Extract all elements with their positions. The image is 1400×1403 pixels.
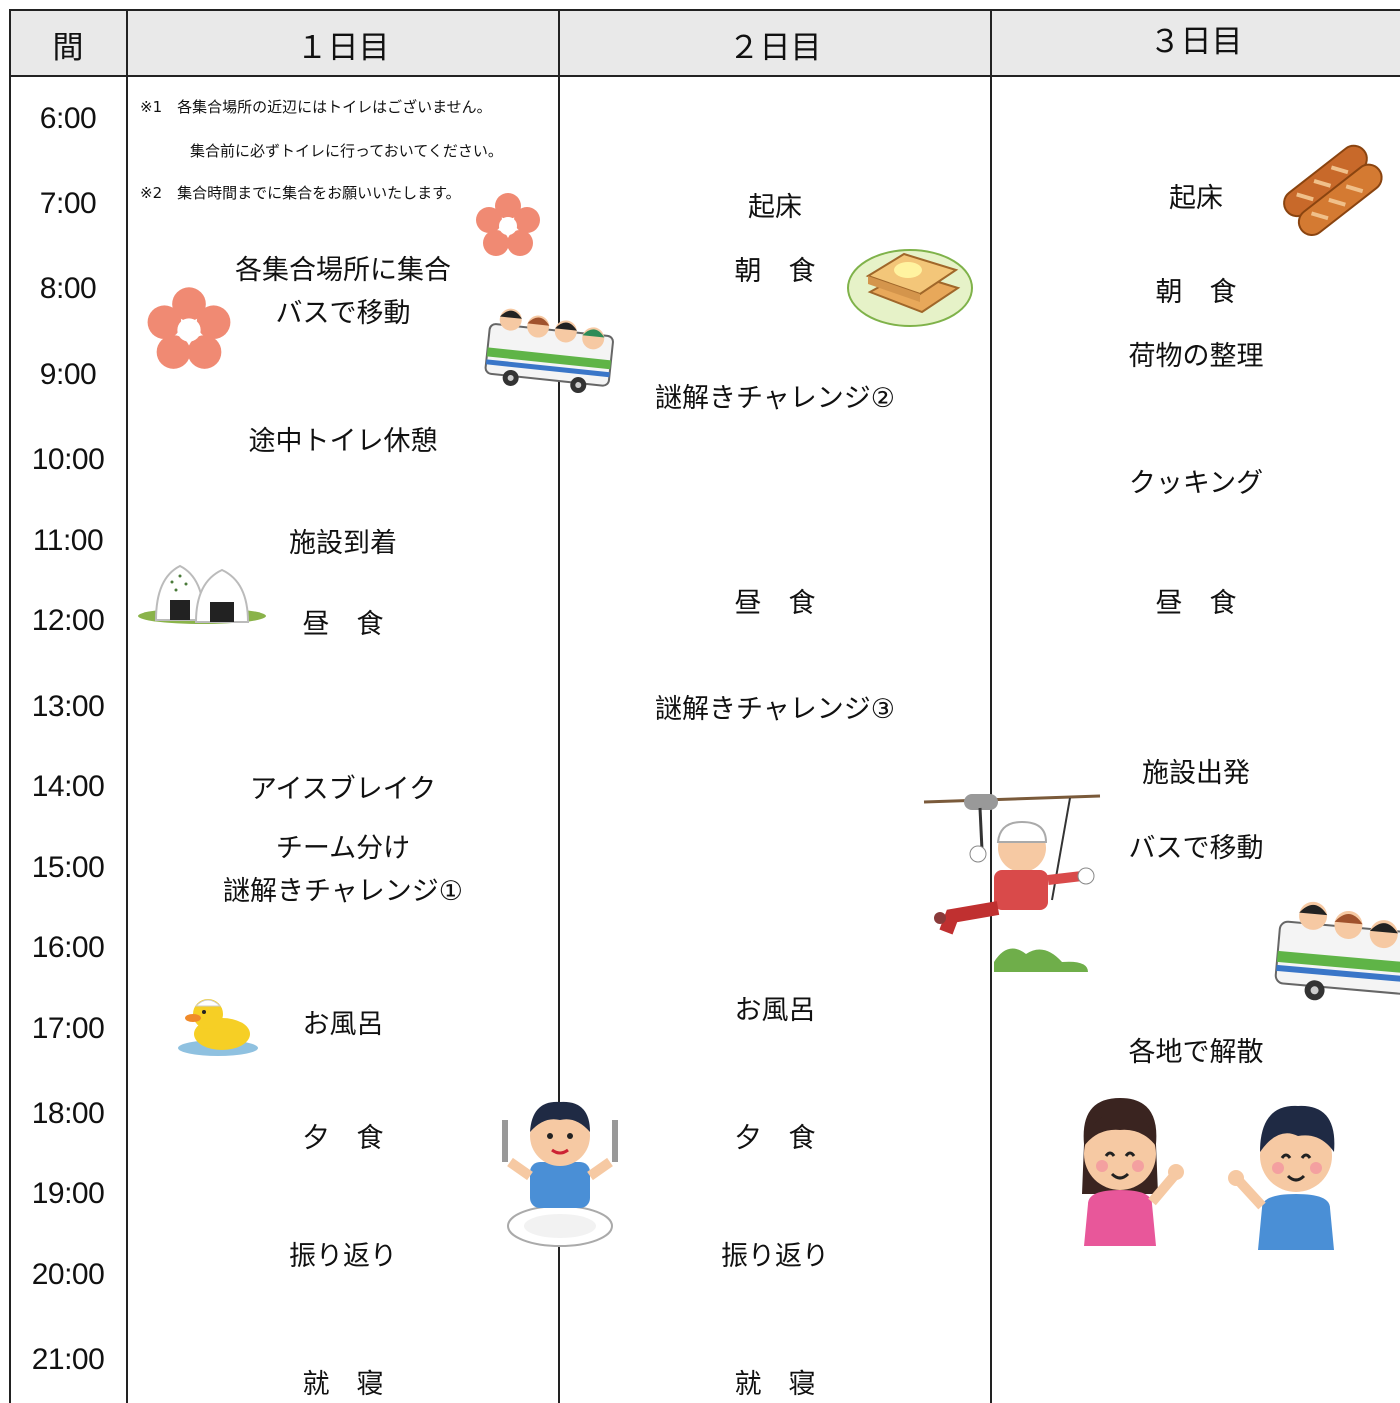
time-label: 11:00 [32,524,104,557]
day2-lunch: 昼 食 [734,588,816,619]
time-label: 19:00 [31,1177,105,1210]
boy-eating-icon [502,1101,618,1247]
header-day2: ２日目 [728,30,822,66]
time-label: 21:00 [31,1343,105,1376]
time-label: 18:00 [31,1097,105,1130]
time-label: 10:00 [31,443,105,476]
header-bottom-border [9,75,1400,77]
girl-waving-icon [1082,1098,1184,1246]
day3-bus: バスで移動 [1128,833,1264,864]
header-bg-day3 [992,10,1400,76]
day2-bath: お風呂 [734,995,816,1026]
day1-bath: お風呂 [302,1009,384,1040]
toast-icon [847,249,973,327]
day2-wake: 起床 [748,192,802,223]
day1-arrive: 施設到着 [289,528,397,559]
time-label: 17:00 [31,1012,105,1045]
day3-depart: 施設出発 [1142,758,1250,789]
day1-toilet: 途中トイレ休憩 [248,426,438,457]
onigiri-icon [138,564,266,624]
zipline-icon [923,794,1101,972]
header-bg-day1 [128,10,558,76]
day1-team: チーム分け [275,833,411,864]
time-label: 7:00 [39,187,97,220]
day3-breakfast: 朝 食 [1155,277,1237,308]
time-label: 12:00 [31,604,105,637]
day1-dinner: 夕 食 [302,1123,384,1154]
day1-riddle1: 謎解きチャレンジ① [223,876,463,907]
day3-cooking: クッキング [1128,468,1264,499]
boy-waving-icon [1228,1105,1335,1250]
time-label: 13:00 [31,690,105,723]
day2-riddle3: 謎解きチャレンジ③ [655,694,895,725]
bus-icon [1274,901,1400,1001]
col-border-day1 [558,10,560,1403]
header-day1: １日目 [296,30,390,66]
day1-sleep: 就 寝 [302,1369,384,1400]
day2-dinner: 夕 食 [734,1123,816,1154]
time-label: 20:00 [31,1258,105,1291]
flower-icon [476,193,540,256]
day1-icebreak: アイスブレイク [249,774,437,805]
day3-dismiss: 各地で解散 [1128,1037,1264,1068]
time-label: 15:00 [31,851,105,884]
day3-wake: 起床 [1169,183,1223,214]
header-time: 間 [52,30,84,66]
note-2: ※2 集合時間までに集合をお願いいたします。 [140,184,461,202]
col-border-day2 [990,10,992,1403]
header-day3: ３日目 [1149,24,1243,60]
time-label: 9:00 [39,358,97,391]
day1-lunch: 昼 食 [302,609,384,640]
header-bg-day2 [560,10,990,76]
day1-gather: 各集合場所に集合 [235,255,451,286]
bus-icon [484,308,614,394]
flower-icon [147,287,231,369]
col-border-left [9,10,11,1403]
note-1: ※1 各集合場所の近辺にはトイレはございません。 [140,98,492,116]
day1-bus: バスで移動 [275,298,411,329]
col-border-time [126,10,128,1403]
time-label: 8:00 [39,272,97,305]
time-label: 14:00 [31,770,105,803]
day2-riddle2: 謎解きチャレンジ② [655,383,895,414]
day2-breakfast: 朝 食 [734,256,816,287]
day3-lunch: 昼 食 [1155,588,1237,619]
day2-reflect: 振り返り [721,1241,829,1272]
note-1b: 集合前に必ずトイレに行っておいてください。 [190,142,503,160]
day2-sleep: 就 寝 [734,1369,816,1400]
day3-pack: 荷物の整理 [1128,341,1264,372]
header-bg-time [10,10,126,76]
day1-reflect: 振り返り [289,1241,397,1272]
duck-icon [178,999,258,1056]
table-top-border [9,9,1400,11]
time-label: 16:00 [31,931,105,964]
bread-icon [1283,144,1383,236]
time-label: 6:00 [39,102,97,135]
